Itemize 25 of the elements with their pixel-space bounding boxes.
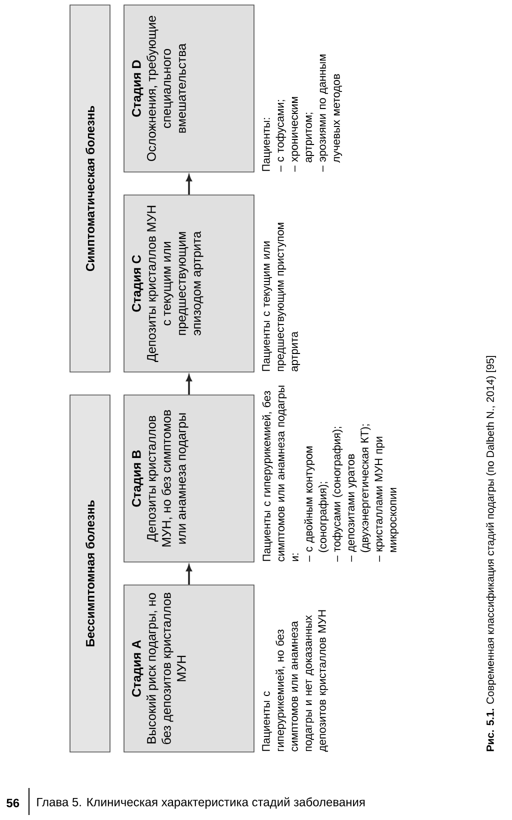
page-number: 56: [6, 798, 20, 808]
patient-description: Пациенты: – с тофусами; – хроническим артритом; – эрозиями по данным лучевых методов: [262, 54, 342, 172]
stage-box: Стадия A Высокий риск подагры, но без депозитов кристаллов МУН: [124, 584, 254, 752]
arrow: [186, 175, 192, 195]
node-label: Пациенты с гиперурикемией, без симптомов или анамнеза подагры и:: [262, 386, 298, 562]
node-label: Пациенты:: [262, 118, 272, 171]
node-label: – эрозиями по данным лучевых методов: [320, 54, 342, 172]
stage-box: Стадия C Депозиты кристаллов МУН с текущим или предшествующим эпизодом артрита: [124, 194, 254, 372]
patient-description: Пациенты с гиперурикемией, без симптомов или анамнеза подагры и: – с двойным контуром (сонография); – тофусами (сонография); – депозитами уратов (двухэнергетическая КТ); – кристаллами МУН при микроскопии: [262, 386, 399, 562]
node-label: – тофусами (сонография);: [332, 426, 343, 562]
patient-description: Пациенты с текущим или предшествующим приступом артрита: [262, 222, 300, 372]
node-label: – депозитами уратов (двухэнергетическая КТ);: [348, 424, 371, 562]
stage-group-band: Симптоматическая болезнь: [70, 4, 110, 372]
chapter-heading: Глава 5. Клиническая характеристика стадий заболевания: [37, 797, 365, 809]
node-label: – с двойным контуром (сонография);: [304, 446, 329, 562]
stage-box: Стадия B Депозиты кристаллов МУН, но без симптомов или анамнеза подагры: [124, 394, 254, 562]
stage-group-band: Бессимптомная болезнь: [70, 394, 110, 752]
patient-description: Пациенты с гиперурикемией, но без симптомов или анамнеза подагры и нет доказанных депозитов кристаллов МУН: [262, 610, 328, 752]
node-label: – кристаллами МУН при микроскопии: [374, 436, 399, 562]
arrow: [186, 375, 192, 395]
node-label: – хроническим артритом;: [292, 96, 314, 172]
node-label: – с тофусами;: [276, 100, 286, 172]
arrow: [186, 565, 192, 585]
figure-caption: Рис. 5.1. Современная классификация стадий подагры (по Dalbeth N., 2014) [95]: [486, 356, 496, 752]
stage-box: Стадия D Осложнения, требующие специального вмешательства: [124, 4, 254, 172]
